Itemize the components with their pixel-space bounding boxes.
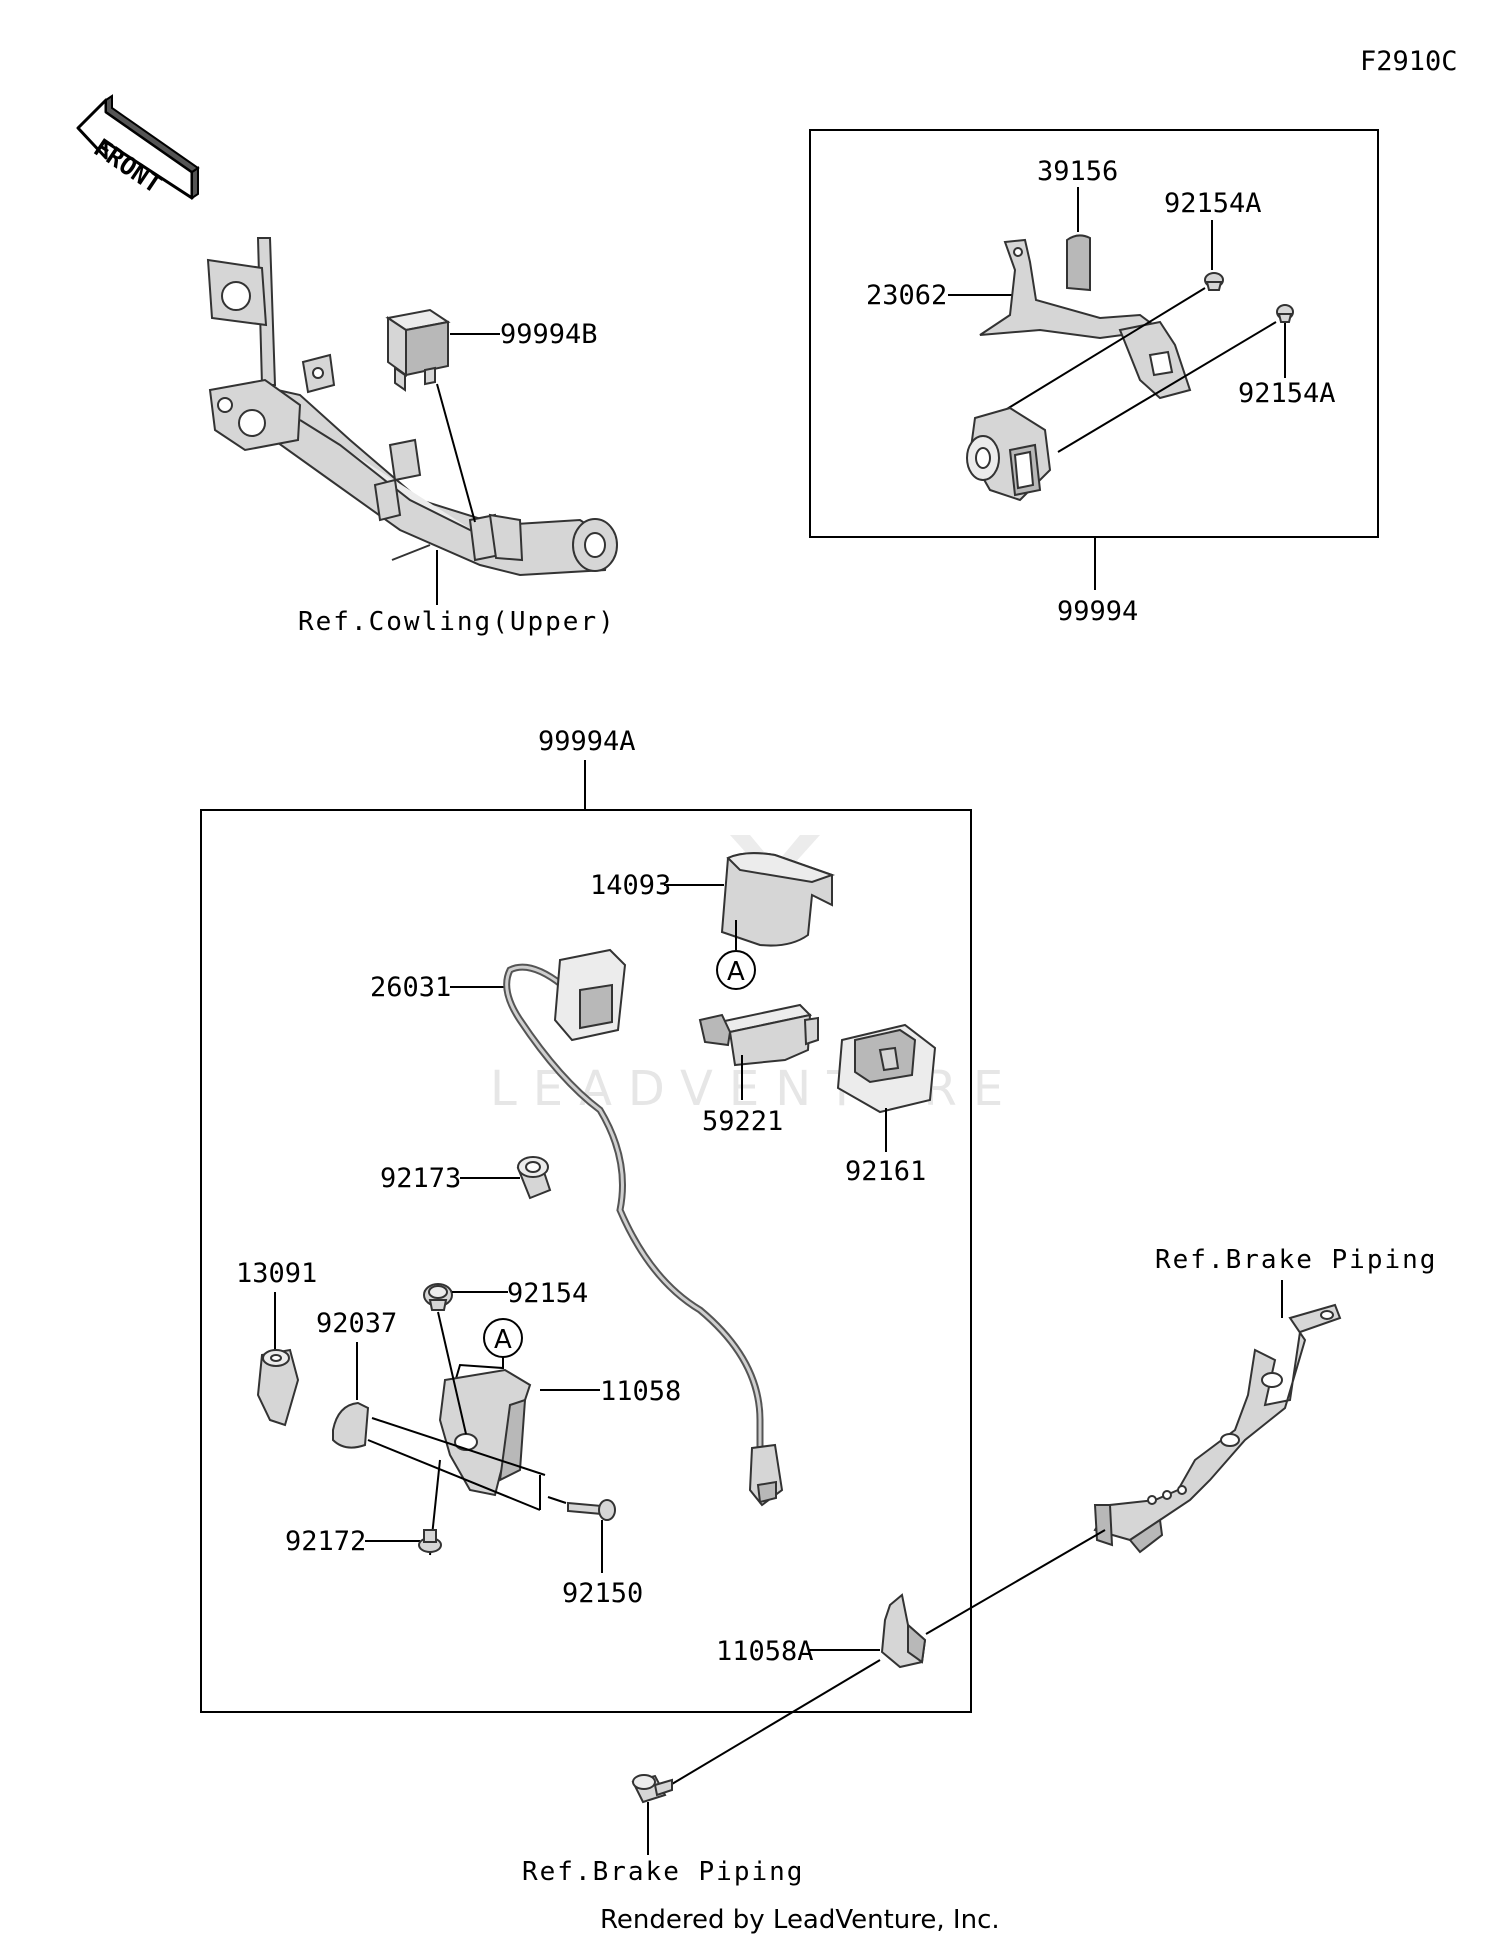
leader-clamp-install-b <box>367 1439 541 1511</box>
part-92161-rubber-block <box>836 1023 937 1114</box>
frame-assembly <box>206 237 618 577</box>
part-13091-holder <box>256 1348 300 1427</box>
label-92154A-top: 92154A <box>1164 188 1262 219</box>
label-92154A-right: 92154A <box>1238 378 1336 409</box>
label-92154: 92154 <box>507 1278 588 1309</box>
part-23062-bracket <box>979 238 1192 400</box>
watermark-logo-icon <box>730 835 820 885</box>
label-ref-brake-piping-bottom: Ref.Brake Piping <box>522 1857 804 1887</box>
callout-A-upper <box>716 950 756 990</box>
part-14093-cover <box>720 852 836 947</box>
label-92172: 92172 <box>285 1526 366 1557</box>
part-92172-screw <box>418 1529 442 1553</box>
leader-92150-install <box>547 1496 567 1504</box>
label-26031: 26031 <box>370 972 451 1003</box>
leader-clamp-install-a <box>371 1417 546 1476</box>
part-92154A-bolt-right <box>1276 304 1294 323</box>
part-brake-piping-bolt <box>631 1774 673 1804</box>
leader-brake-bolt-install <box>671 1659 881 1785</box>
diagram-code: F2910C <box>1360 46 1458 77</box>
leader-A-lower <box>454 1357 504 1383</box>
part-11058-bracket <box>438 1368 532 1497</box>
label-11058: 11058 <box>600 1376 681 1407</box>
part-39156-tape <box>1066 234 1091 292</box>
part-92150-long-bolt <box>567 1499 616 1521</box>
label-14093: 14093 <box>590 870 671 901</box>
part-59221-sensor <box>698 1003 819 1067</box>
part-92173-collar <box>516 1156 552 1200</box>
label-13091: 13091 <box>236 1258 317 1289</box>
label-23062: 23062 <box>866 280 947 311</box>
label-92173: 92173 <box>380 1163 461 1194</box>
label-99994A: 99994A <box>538 726 636 757</box>
part-99994-sensor-mount <box>966 406 1052 502</box>
label-11058A: 11058A <box>716 1636 814 1667</box>
label-99994B: 99994B <box>500 319 598 350</box>
leader-brake-bracket-install <box>925 1529 1106 1635</box>
kit-box-99994A <box>200 809 972 1713</box>
part-99994B-relay <box>385 308 451 392</box>
callout-A-upper-letter: A <box>727 957 745 987</box>
label-92161: 92161 <box>845 1156 926 1187</box>
part-92154A-bolt-top <box>1204 272 1224 291</box>
label-92037: 92037 <box>316 1308 397 1339</box>
label-59221: 59221 <box>702 1106 783 1137</box>
label-39156: 39156 <box>1037 156 1118 187</box>
part-92154-bolt <box>423 1283 453 1311</box>
leader-99994B-install <box>436 383 476 523</box>
leader-bolt-top-install <box>1001 287 1206 413</box>
leader-bolt-right-install <box>1057 321 1277 453</box>
part-26031-sensor-cable <box>503 948 784 1507</box>
front-arrow-icon: FRONT <box>76 94 200 200</box>
label-ref-cowling: Ref.Cowling(Upper) <box>298 607 616 637</box>
ref-brake-piping-bracket <box>1093 1303 1342 1554</box>
callout-A-lower-letter: A <box>494 1325 512 1355</box>
footer-credit: Rendered by LeadVenture, Inc. <box>600 1905 1000 1935</box>
label-ref-brake-piping-top: Ref.Brake Piping <box>1155 1245 1437 1275</box>
part-11058A-bracket <box>880 1593 927 1669</box>
part-92037-clamp <box>332 1401 370 1449</box>
leader-bolt-92154-install <box>437 1311 467 1435</box>
label-92150: 92150 <box>562 1578 643 1609</box>
label-99994: 99994 <box>1057 596 1138 627</box>
